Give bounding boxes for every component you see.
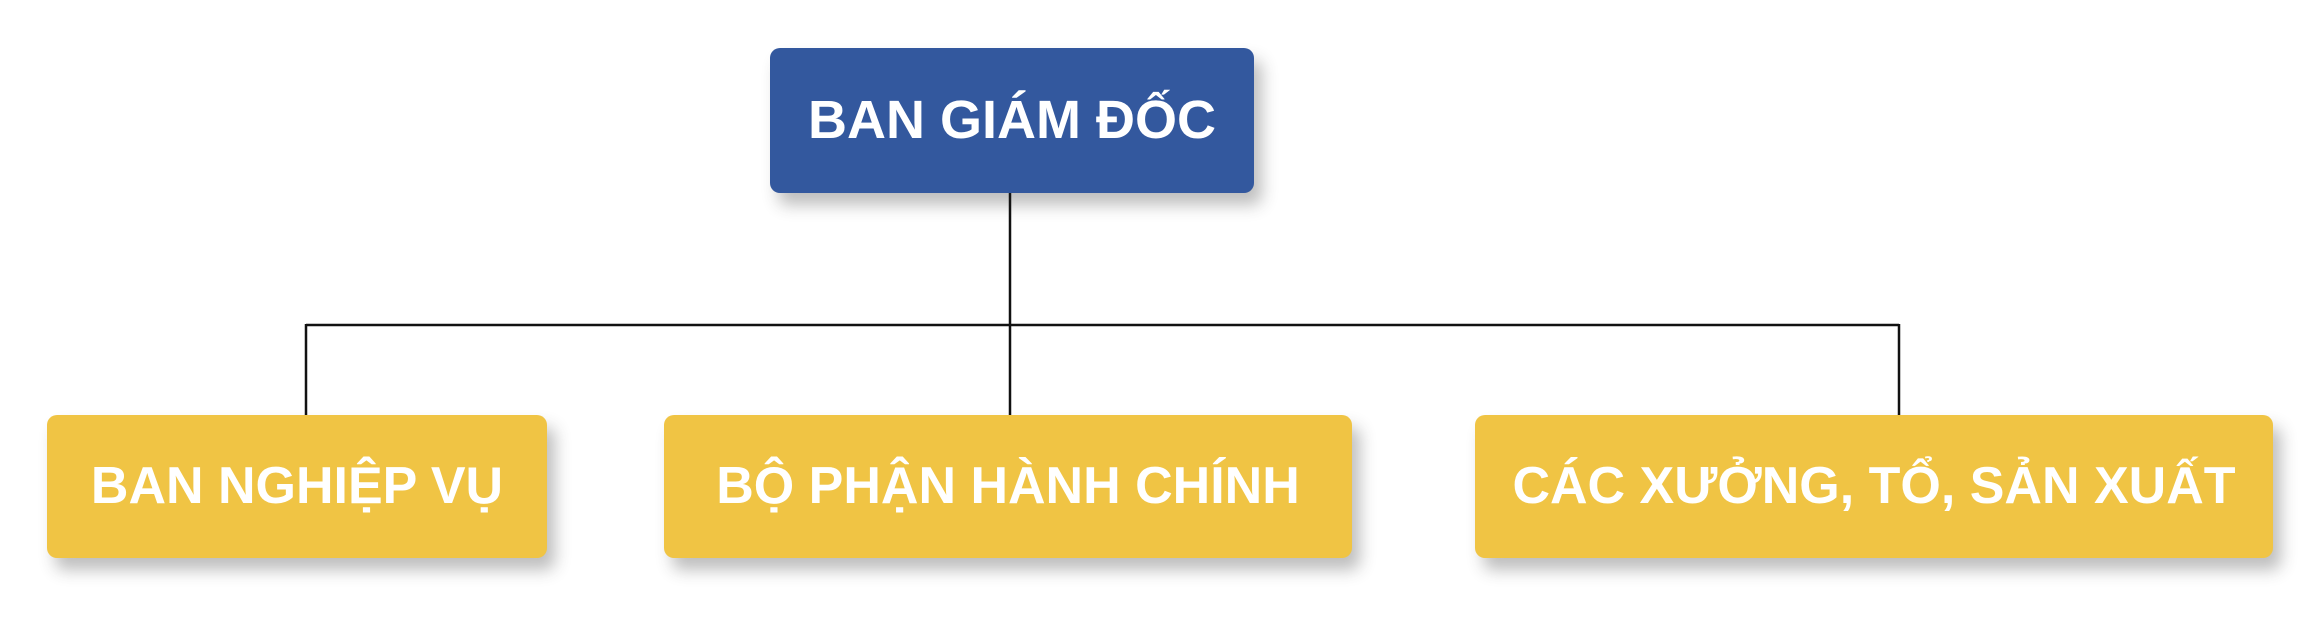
org-node-label: BAN NGHIỆP VỤ xyxy=(90,456,504,515)
org-node-ban-giam-doc: BAN GIÁM ĐỐC xyxy=(770,48,1254,193)
org-node-bo-phan-hanh-chinh: BỘ PHẬN HÀNH CHÍNH xyxy=(664,415,1352,558)
org-node-ban-nghiep-vu: BAN NGHIỆP VỤ xyxy=(47,415,547,558)
org-node-label: BAN GIÁM ĐỐC xyxy=(808,89,1216,150)
org-node-cac-xuong-to-san-xuat: CÁC XƯỞNG, TỔ, SẢN XUẤT xyxy=(1475,415,2273,558)
org-node-label: CÁC XƯỞNG, TỔ, SẢN XUẤT xyxy=(1512,456,2236,515)
org-node-label: BỘ PHẬN HÀNH CHÍNH xyxy=(716,456,1300,515)
